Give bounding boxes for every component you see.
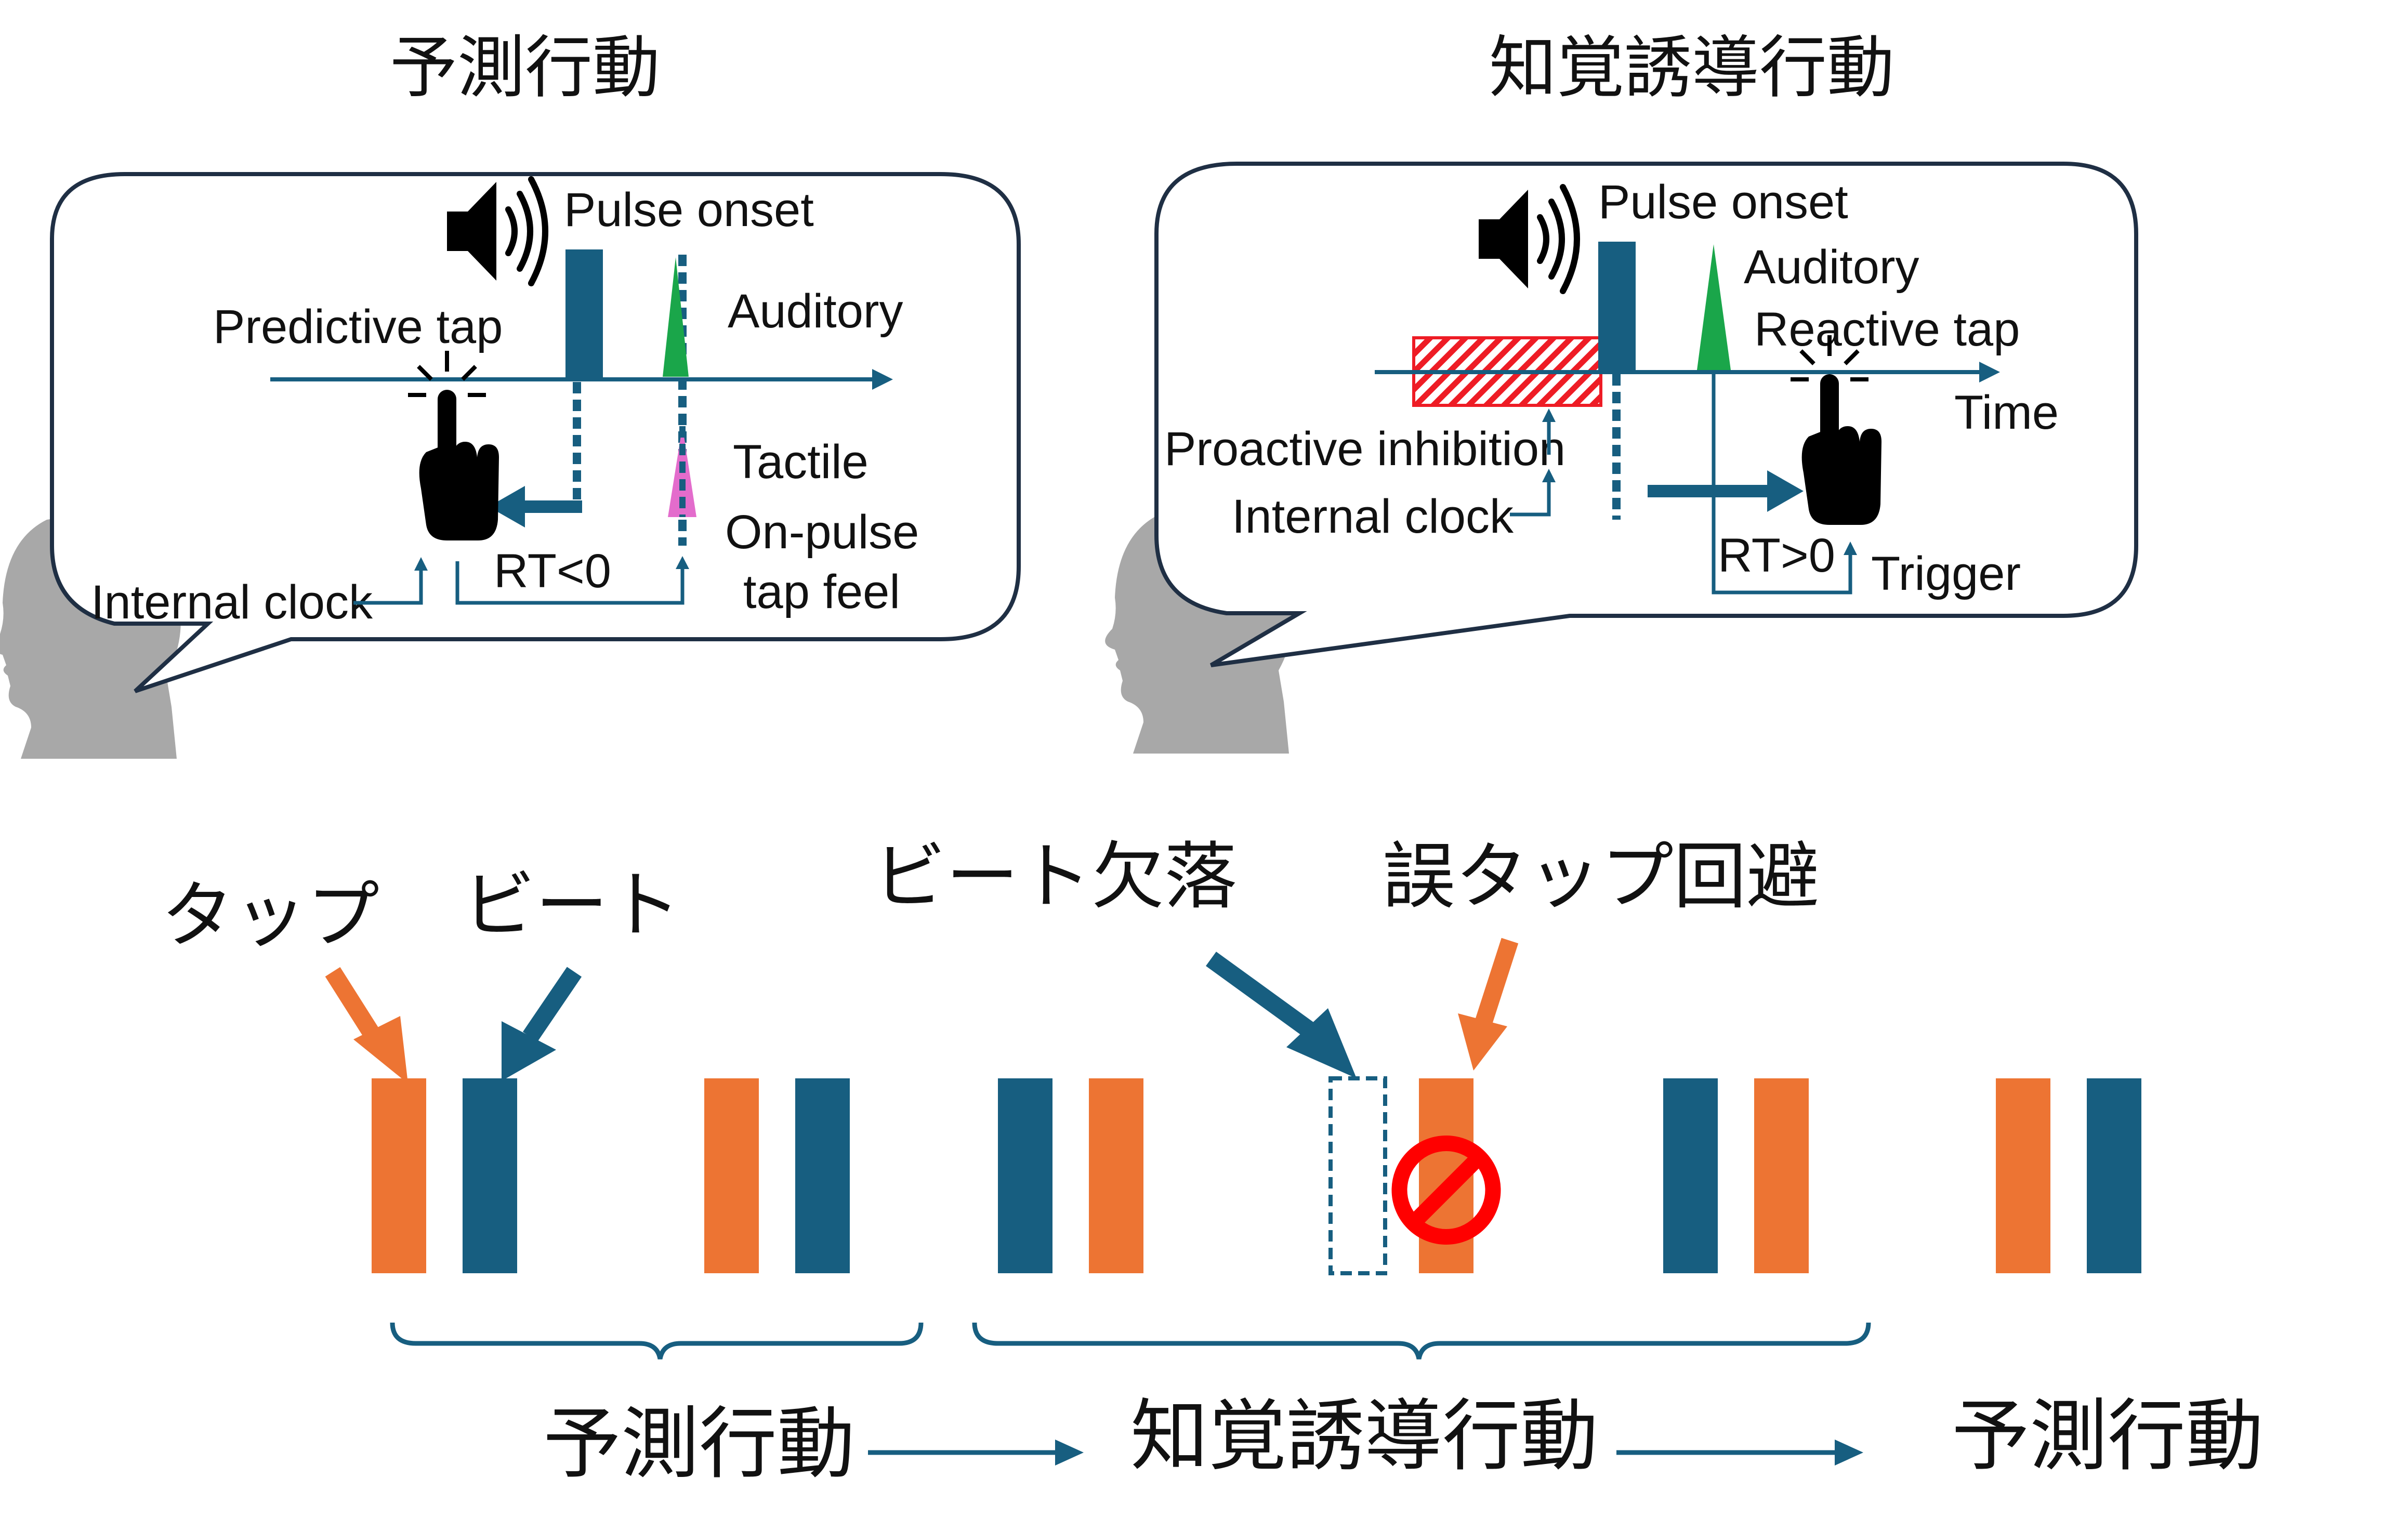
prohibit-icon — [1391, 1136, 1501, 1245]
right-proactive-inhibition-label: Proactive inhibition — [1164, 423, 1565, 476]
tap-bar — [1089, 1078, 1143, 1273]
right-panel: Pulse onset Auditory Reactive tap Time P… — [1105, 162, 2138, 754]
phase-label-2: 知覚誘導行動 — [1130, 1391, 1598, 1482]
left-tactile-label: Tactile — [733, 435, 869, 489]
left-predictive-tap-label: Predictive tap — [213, 300, 503, 353]
right-rt-arrow — [1767, 470, 1804, 512]
left-auditory-label: Auditory — [728, 285, 903, 338]
left-rt-label: RT<0 — [494, 545, 611, 598]
missing-beat-bar — [1328, 1076, 1387, 1275]
tap-bar — [372, 1078, 426, 1273]
left-pulse-bar — [565, 249, 603, 379]
tap-bar — [1754, 1078, 1809, 1273]
beat-bar — [998, 1078, 1052, 1273]
brace-predictive — [390, 1322, 924, 1360]
timeline: タップ ビート ビート欠落 誤タップ回避 予測行動 知覚誘導行動 予測行動 — [161, 835, 2264, 1489]
beat-bar — [2087, 1078, 2141, 1273]
right-auditory-triangle — [1697, 244, 1731, 370]
right-internal-clock-label: Internal clock — [1232, 490, 1514, 543]
right-reactive-tap-label: Reactive tap — [1754, 303, 2020, 356]
right-panel-title: 知覚誘導行動 — [1489, 28, 1894, 107]
timeline-sequence — [372, 1076, 2141, 1275]
right-time-label: Time — [1954, 386, 2059, 439]
tap-pointer-arrow — [353, 1016, 408, 1084]
left-panel-title: 予測行動 — [390, 28, 660, 107]
left-speech-bubble — [50, 172, 1021, 693]
beat-bar — [463, 1078, 517, 1273]
avoid-pointer-arrow — [1458, 1013, 1507, 1071]
left-auditory-triangle — [663, 257, 689, 377]
left-on-pulse-label: On-pulse — [725, 506, 919, 559]
phase-arrow-1 — [1055, 1440, 1084, 1466]
phase-label-1: 予測行動 — [543, 1399, 855, 1489]
prohibit-icon-slash — [1409, 1153, 1483, 1227]
phase-label-3: 予測行動 — [1952, 1391, 2264, 1482]
tap-bar — [1996, 1078, 2050, 1273]
right-pulse-bar — [1598, 242, 1636, 372]
error-tap-avoid-label: 誤タップ回避 — [1383, 835, 1819, 919]
right-speech-bubble — [1154, 162, 2138, 667]
tap-bar — [704, 1078, 759, 1273]
left-pulse-onset-label: Pulse onset — [564, 183, 814, 236]
beat-label: ビート — [463, 863, 681, 948]
right-auditory-label: Auditory — [1744, 241, 1919, 294]
left-rt-bracket — [455, 561, 685, 605]
right-pulse-onset-label: Pulse onset — [1598, 176, 1848, 229]
brace-perception — [972, 1322, 1871, 1360]
phase-arrow-2 — [1835, 1440, 1863, 1466]
beat-missing-label: ビート欠落 — [873, 835, 1237, 919]
left-rt-arrow — [489, 486, 525, 527]
beat-pointer-arrow — [502, 1021, 556, 1081]
left-tap-feel-label: tap feel — [743, 565, 900, 618]
left-panel: Pulse onset Predictive tap Auditory Tact… — [0, 172, 1021, 759]
beat-missing-pointer-arrow — [1286, 1008, 1357, 1078]
beat-bar — [1663, 1078, 1718, 1273]
right-trigger-label: Trigger — [1871, 547, 2021, 600]
right-rt-bracket — [1712, 374, 1852, 595]
right-rt-label: RT>0 — [1718, 529, 1835, 582]
beat-bar — [795, 1078, 850, 1273]
left-internal-clock-label: Internal clock — [91, 576, 373, 629]
tap-label: タップ — [161, 874, 379, 958]
